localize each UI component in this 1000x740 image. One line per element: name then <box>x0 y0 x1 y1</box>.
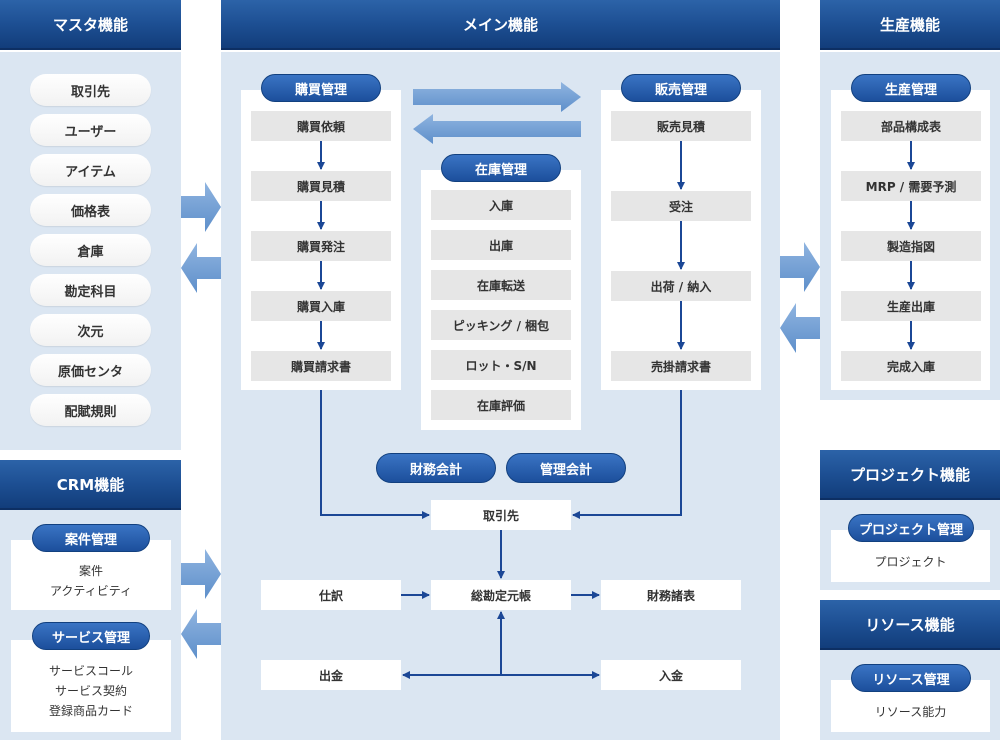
production-to-main-arrow <box>780 303 820 353</box>
master-item-user: ユーザー <box>30 114 151 146</box>
master-item-cost-center: 原価センタ <box>30 354 151 386</box>
crm-service-line: サービス契約 <box>54 684 127 698</box>
crm-case-label: 案件管理 <box>32 524 150 552</box>
master-item-item: アイテム <box>30 154 151 186</box>
payment-out-box: 出金 <box>261 660 401 690</box>
production-step-completion: 完成入庫 <box>841 351 981 381</box>
master-header: マスタ機能 <box>0 0 181 48</box>
sales-step-invoice: 売掛請求書 <box>611 351 751 381</box>
inventory-item-transfer: 在庫転送 <box>431 270 571 300</box>
inventory-label: 在庫管理 <box>441 154 561 182</box>
crm-service-line: 登録商品カード <box>48 704 133 718</box>
production-step-issue: 生産出庫 <box>841 291 981 321</box>
financial-accounting-pill: 財務会計 <box>376 453 496 483</box>
sales-step-delivery: 出荷 / 納入 <box>611 271 751 301</box>
crm-service-line: サービスコール <box>48 664 133 678</box>
inventory-item-valuation: 在庫評価 <box>431 390 571 420</box>
inventory-item-lot: ロット・S/N <box>431 350 571 380</box>
sales-to-purchase-arrow <box>413 114 581 144</box>
resource-header: リソース機能 <box>820 600 1000 648</box>
production-step-work-order: 製造指図 <box>841 231 981 261</box>
crm-service-card <box>11 640 171 732</box>
general-ledger-box: 総勘定元帳 <box>431 580 571 610</box>
crm-case-line: アクティビティ <box>50 584 132 598</box>
sales-step-order: 受注 <box>611 191 751 221</box>
crm-to-main-arrow <box>181 549 221 599</box>
master-item-dimension: 次元 <box>30 314 151 346</box>
crm-service-label: サービス管理 <box>32 622 150 650</box>
main-to-production-arrow <box>780 242 820 292</box>
purchase-step-receipt: 購買入庫 <box>251 291 391 321</box>
purchase-to-sales-arrow <box>413 82 581 112</box>
inventory-item-issue: 出庫 <box>431 230 571 260</box>
purchase-step-order: 購買発注 <box>251 231 391 261</box>
main-to-crm-arrow <box>181 609 221 659</box>
production-header: 生産機能 <box>820 0 1000 48</box>
inventory-item-receipt: 入庫 <box>431 190 571 220</box>
master-item-partner: 取引先 <box>30 74 151 106</box>
production-label: 生産管理 <box>851 74 971 102</box>
inventory-item-picking: ピッキング / 梱包 <box>431 310 571 340</box>
master-item-allocation-rule: 配賦規則 <box>30 394 151 426</box>
master-item-account: 勘定科目 <box>30 274 151 306</box>
project-label: プロジェクト管理 <box>848 514 974 542</box>
purchase-step-invoice: 購買請求書 <box>251 351 391 381</box>
purchase-step-request: 購買依頼 <box>251 111 391 141</box>
sales-step-quote: 販売見積 <box>611 111 751 141</box>
main-header: メイン機能 <box>221 0 780 48</box>
payment-in-box: 入金 <box>601 660 741 690</box>
master-item-price-list: 価格表 <box>30 194 151 226</box>
resource-label: リソース管理 <box>851 664 971 692</box>
sales-to-partner-connector <box>572 390 682 519</box>
ledger-partner-box: 取引先 <box>431 500 571 530</box>
crm-header: CRM機能 <box>0 460 181 508</box>
project-header: プロジェクト機能 <box>820 450 1000 498</box>
master-item-warehouse: 倉庫 <box>30 234 151 266</box>
project-item: プロジェクト <box>874 555 947 569</box>
financial-statements-box: 財務諸表 <box>601 580 741 610</box>
purchase-to-partner-connector <box>320 390 430 519</box>
crm-case-line: 案件 <box>78 564 103 578</box>
master-to-main-arrow <box>181 182 221 232</box>
production-step-mrp: MRP / 需要予測 <box>841 171 981 201</box>
purchase-step-quote: 購買見積 <box>251 171 391 201</box>
main-to-master-arrow <box>181 243 221 293</box>
purchase-label: 購買管理 <box>261 74 381 102</box>
sales-label: 販売管理 <box>621 74 741 102</box>
production-step-bom: 部品構成表 <box>841 111 981 141</box>
resource-item: リソース能力 <box>874 705 947 719</box>
management-accounting-pill: 管理会計 <box>506 453 626 483</box>
journal-box: 仕訳 <box>261 580 401 610</box>
